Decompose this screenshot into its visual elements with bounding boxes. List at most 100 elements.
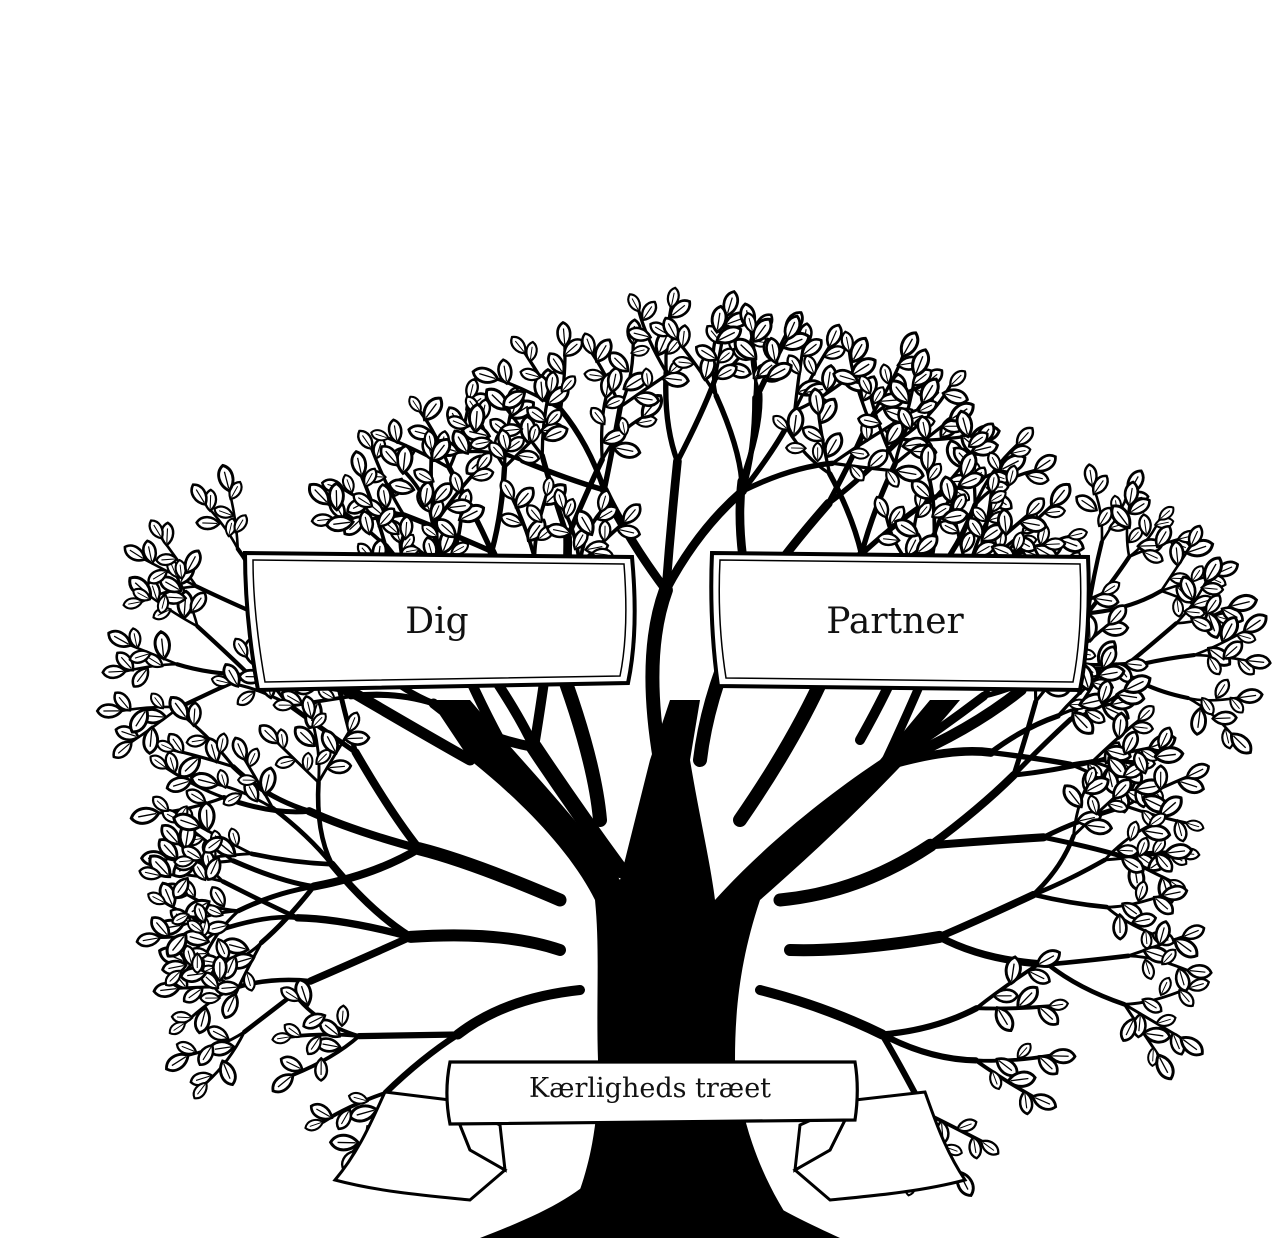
- branch: [935, 933, 1052, 968]
- branch: [526, 739, 628, 878]
- leaf-icon: [188, 769, 221, 793]
- leaf-icon: [1211, 710, 1238, 727]
- branch: [739, 460, 836, 494]
- leaf-icon: [1210, 675, 1234, 703]
- branch: [382, 1031, 461, 1096]
- leaf-icon: [1185, 975, 1212, 995]
- branch: [601, 404, 623, 493]
- banner-title: Kærligheds træet: [529, 1073, 771, 1104]
- leaf-icon: [327, 481, 346, 512]
- branch: [315, 780, 335, 867]
- leaf-icon: [267, 1068, 299, 1098]
- plaque-left: Dig: [242, 550, 637, 693]
- branch: [1031, 857, 1108, 897]
- branch: [564, 456, 605, 540]
- leaf-icon: [186, 701, 203, 728]
- leaf-icon: [785, 441, 807, 455]
- branch: [412, 842, 567, 907]
- leaf-icon: [128, 804, 162, 828]
- branch: [755, 985, 888, 1040]
- leaf-icon: [1048, 1047, 1077, 1065]
- branch: [1011, 716, 1073, 778]
- leaf-icon: [417, 392, 448, 426]
- branch: [868, 391, 897, 466]
- branch: [637, 309, 668, 374]
- plaque-left-label: Dig: [405, 601, 468, 642]
- branch: [1041, 834, 1123, 859]
- leaf-icon: [272, 698, 295, 712]
- branch: [674, 377, 718, 465]
- branch: [328, 860, 415, 941]
- leaf-icon: [1133, 701, 1159, 726]
- leaf-icon: [1044, 478, 1077, 512]
- leaf-icon: [328, 1133, 361, 1152]
- branch: [926, 771, 1018, 850]
- branch: [519, 458, 607, 493]
- branch: [1045, 962, 1127, 1007]
- leaf-icon: [945, 366, 970, 391]
- branch: [249, 851, 335, 867]
- branch: [1011, 759, 1095, 778]
- branch: [879, 1005, 980, 1038]
- branch: [343, 684, 476, 766]
- leaf-icon: [101, 663, 128, 680]
- branch: [309, 844, 424, 891]
- leaf-icon: [555, 320, 573, 349]
- tree-trunk: [430, 700, 960, 1238]
- leaf-icon: [236, 774, 258, 787]
- branch: [935, 890, 1038, 941]
- leaf-icon: [875, 531, 901, 548]
- branch: [784, 930, 946, 957]
- leaf-icon: [992, 988, 1019, 1004]
- title-banner: Kærligheds træet: [445, 1060, 859, 1126]
- leaf-icon: [313, 1057, 329, 1082]
- leaf-icon: [108, 736, 137, 763]
- branch: [351, 748, 424, 853]
- branch: [404, 929, 566, 956]
- leaf-icon: [141, 725, 161, 756]
- plaque-right: Partner: [709, 550, 1091, 693]
- leaf-icon: [215, 1056, 241, 1089]
- leaf-icon: [104, 625, 136, 653]
- leaf-icon: [811, 441, 824, 463]
- plaque-right-label: Partner: [826, 601, 964, 642]
- leaf-icon: [1111, 913, 1128, 941]
- branch: [355, 1031, 461, 1040]
- leaf-icon: [1028, 1089, 1060, 1115]
- leaf-icon: [211, 954, 228, 982]
- branch: [988, 749, 1073, 767]
- branch: [894, 684, 1027, 766]
- branch: [773, 838, 937, 907]
- branch: [306, 933, 415, 985]
- leaf-icon: [95, 703, 124, 719]
- branch: [645, 583, 673, 767]
- branch: [489, 464, 508, 555]
- leaf-icon: [617, 499, 646, 529]
- leaf-icon: [1183, 817, 1206, 834]
- branch: [293, 914, 415, 941]
- leaf-icon: [624, 290, 645, 315]
- branch: [1085, 588, 1164, 616]
- leaf-icon: [598, 519, 612, 543]
- branch: [661, 486, 747, 595]
- leaf-icon: [346, 1089, 371, 1108]
- leaf-icon: [1153, 764, 1169, 791]
- branch: [713, 393, 745, 484]
- branch: [733, 665, 832, 827]
- leaf-icon: [1185, 962, 1214, 981]
- branch: [220, 879, 300, 921]
- leaf-icon: [800, 352, 821, 378]
- branch: [879, 1031, 979, 1064]
- leaf-icon: [199, 991, 221, 1005]
- branch: [1031, 833, 1076, 897]
- leaf-icon: [335, 1004, 350, 1028]
- branch: [988, 713, 1061, 756]
- leaf-icon: [191, 952, 204, 974]
- leaf-icon: [301, 751, 315, 773]
- branch: [230, 858, 317, 889]
- branch: [1031, 892, 1109, 910]
- branch: [452, 985, 585, 1040]
- branch: [661, 457, 682, 595]
- branch: [557, 406, 607, 493]
